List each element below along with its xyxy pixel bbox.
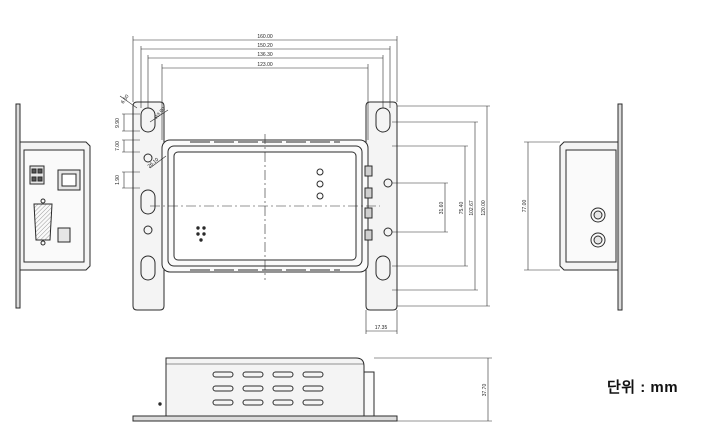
front-width-dimensions [132, 36, 398, 140]
dim-left-a: 6.50 [120, 94, 131, 106]
dim-side-height: 77.00 [522, 200, 528, 213]
dim-left-b: 9.90 [115, 118, 121, 128]
dim-left-d: 1.90 [115, 175, 121, 185]
dim-flange-width: 17.35 [375, 325, 388, 331]
dim-height-overall: 120.00 [481, 200, 487, 216]
unit-label: 단위 : mm [607, 379, 679, 396]
front-height-dimensions [365, 105, 490, 334]
dim-left-c: 7.00 [115, 141, 121, 151]
dim-bottom-height: 37.70 [482, 384, 488, 397]
dim-width-slot-center: 136.30 [257, 52, 273, 58]
dim-height-slots: 102.67 [469, 200, 475, 216]
dim-width-slot-outer: 150.20 [257, 43, 273, 49]
left-side-view [15, 103, 91, 309]
front-left-dimensions [119, 95, 169, 189]
dim-width-body: 123.00 [257, 62, 273, 68]
bottom-view [132, 357, 492, 422]
dim-width-overall: 160.00 [257, 34, 273, 40]
dim-height-body: 75.40 [459, 202, 465, 215]
front-view [132, 101, 398, 311]
right-side-view [524, 103, 623, 311]
dim-height-holes: 31.60 [439, 202, 445, 215]
